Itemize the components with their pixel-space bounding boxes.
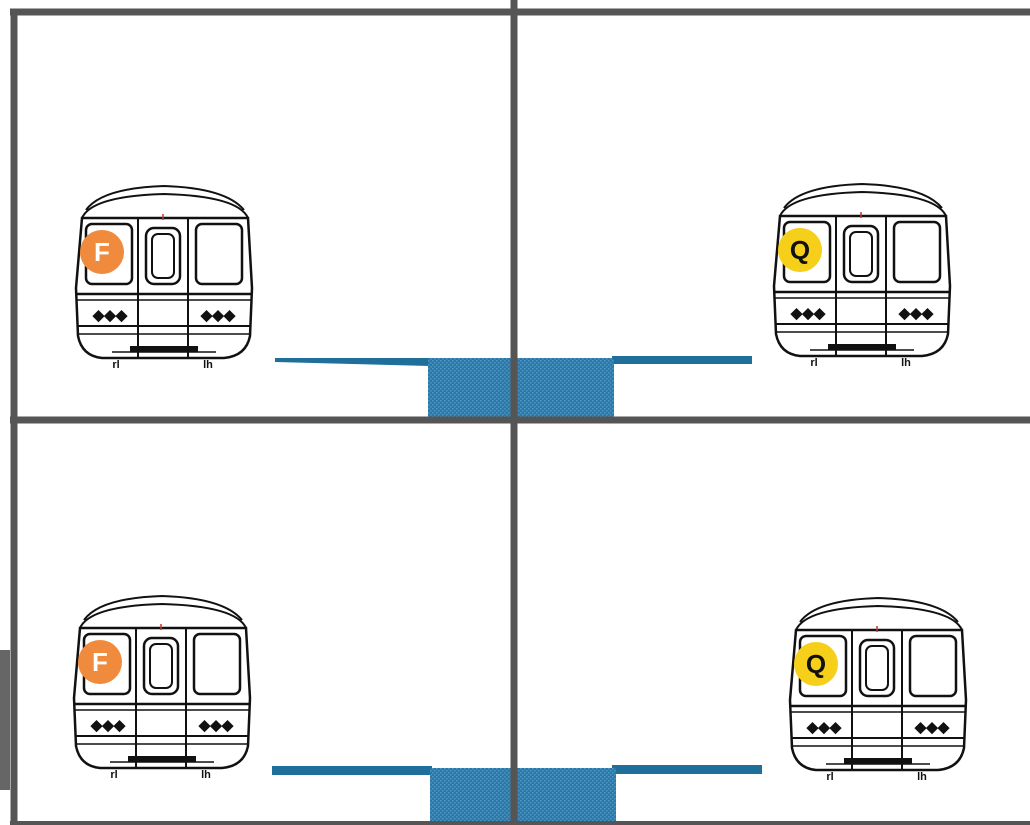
pit-top bbox=[428, 358, 614, 418]
headlight-left-icon: ◆◆◆ bbox=[92, 307, 128, 324]
headlight-left-icon: ◆◆◆ bbox=[790, 305, 826, 322]
track-bottom-left-rail bbox=[272, 766, 432, 775]
bumper-mark-right: lh bbox=[201, 769, 211, 781]
bumper-mark-left: rl bbox=[810, 357, 817, 369]
frame-left-notch bbox=[0, 650, 10, 790]
bumper-mark-right: lh bbox=[917, 771, 927, 783]
pit-bottom bbox=[430, 768, 616, 825]
car-coupler bbox=[128, 756, 196, 762]
headlight-right-icon: ◆◆◆ bbox=[898, 305, 934, 322]
route-bullet-label: Q bbox=[790, 235, 810, 265]
headlight-right-icon: ◆◆◆ bbox=[198, 717, 234, 734]
track-bottom-right-rail bbox=[612, 765, 762, 774]
bumper-mark-left: rl bbox=[826, 771, 833, 783]
car-coupler bbox=[130, 346, 198, 352]
route-bullet-label: F bbox=[92, 647, 108, 677]
bumper-mark-right: lh bbox=[901, 357, 911, 369]
headlight-left-icon: ◆◆◆ bbox=[806, 719, 842, 736]
car-coupler bbox=[828, 344, 896, 350]
route-bullet-label: F bbox=[94, 237, 110, 267]
track-top-right-rail bbox=[612, 356, 752, 364]
route-bullet-label: Q bbox=[806, 649, 826, 679]
car-coupler bbox=[844, 758, 912, 764]
bumper-mark-left: rl bbox=[112, 359, 119, 371]
headlight-right-icon: ◆◆◆ bbox=[914, 719, 950, 736]
headlight-left-icon: ◆◆◆ bbox=[90, 717, 126, 734]
headlight-right-icon: ◆◆◆ bbox=[200, 307, 236, 324]
bumper-mark-right: lh bbox=[203, 359, 213, 371]
bumper-mark-left: rl bbox=[110, 769, 117, 781]
